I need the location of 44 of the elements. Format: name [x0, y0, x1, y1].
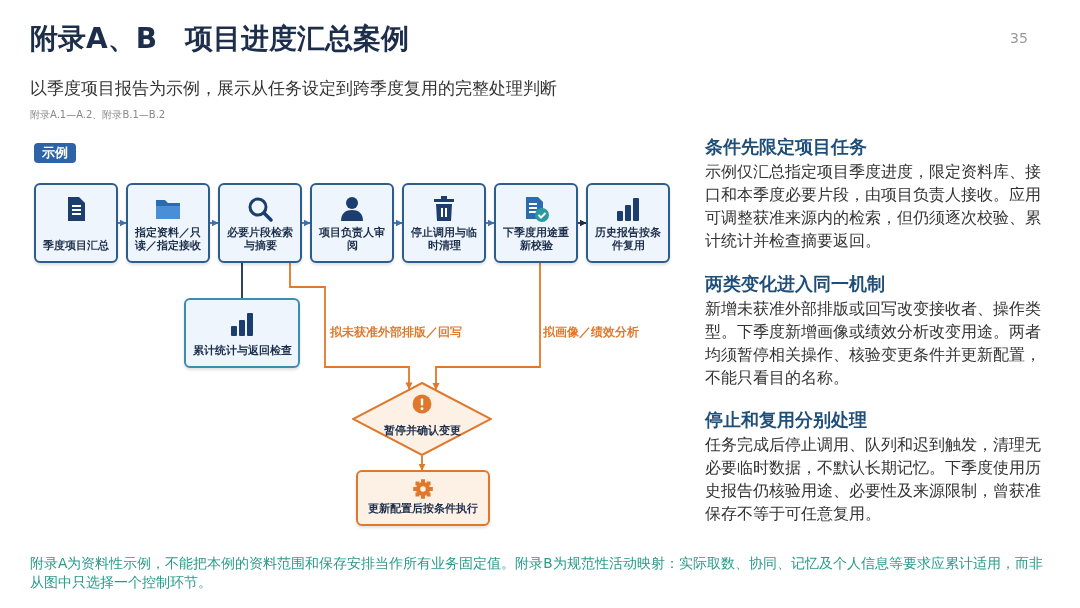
title: 附录A、B 项目进度汇总案例 — [30, 21, 409, 57]
process-box — [494, 183, 578, 263]
section-heading: 停止和复用分别处理 — [705, 409, 867, 432]
node-label: 停止调用与临时清理 — [410, 225, 478, 253]
arrow — [117, 219, 127, 227]
node-label: 指定资料／只读／指定接收 — [134, 225, 202, 253]
subtitle: 以季度项目报告为示例，展示从任务设定到跨季度复用的完整处理判断 — [30, 78, 557, 100]
page-number: 35 — [1010, 30, 1028, 46]
section-heading: 两类变化进入同一机制 — [705, 273, 885, 296]
edge-label: 拟未获准外部排版／回写 — [328, 324, 464, 341]
process-box — [126, 183, 210, 263]
paragraph: 示例仅汇总指定项目季度进度，限定资料库、接口和本季度必要片段，由项目负责人接收。应用可调整获准来源内的检索，但仍须逐次校验、累计统计并检查摘要返回。 — [705, 161, 1042, 252]
arrow — [289, 262, 413, 390]
node-label: 季度项目汇总 — [43, 239, 109, 253]
edge-label: 拟画像／绩效分析 — [541, 324, 641, 341]
process-box — [34, 183, 118, 263]
process-box — [356, 470, 490, 526]
node-label: 下季度用途重新校验 — [502, 225, 570, 253]
connector-line — [241, 262, 243, 299]
tag-badge — [34, 143, 76, 163]
arrow — [301, 219, 311, 227]
process-box — [184, 298, 300, 368]
node-label: 历史报告按条件复用 — [594, 225, 662, 253]
reference-note: 附录A.1—A.2、附录B.1—B.2 — [30, 108, 166, 122]
node-label: 示例 — [42, 144, 68, 162]
section-heading: 条件先限定项目任务 — [705, 136, 867, 159]
arrow — [485, 219, 495, 227]
paragraph: 任务完成后停止调用、队列和迟到触发，清理无必要临时数据，不默认长期记忆。下季度使用历史报告仍核验用途、必要性及来源限制，曾获准保存不等于可任意复用。 — [705, 434, 1042, 525]
node-label: 累计统计与返回检查 — [192, 344, 292, 358]
node-label: 更新配置后按条件执行 — [368, 501, 478, 516]
arrow — [432, 262, 541, 391]
node-label: 暂停并确认变更 — [383, 423, 461, 438]
node-label: 项目负责人审阅 — [318, 225, 386, 253]
node-label: 必要片段检索与摘要 — [226, 225, 294, 253]
arrow — [209, 219, 219, 227]
process-box — [586, 183, 670, 263]
process-box — [310, 183, 394, 263]
footnote: 附录A为资料性示例，不能把本例的资料范围和保存安排当作所有业务固定值。附录B为规范性活动映射：实际取数、协同、记忆及个人信息等要求应累计适用，而非从图中只选择一个控制环节。 — [30, 554, 1044, 592]
arrow — [577, 219, 587, 227]
process-box — [402, 183, 486, 263]
process-box — [218, 183, 302, 263]
paragraph: 新增未获准外部排版或回写改变接收者、操作类型。下季度新增画像或绩效分析改变用途。两者均须暂停相关操作、核验变更条件并更新配置，不能只看目的名称。 — [705, 298, 1042, 389]
arrow — [418, 455, 426, 471]
arrow — [393, 219, 403, 227]
